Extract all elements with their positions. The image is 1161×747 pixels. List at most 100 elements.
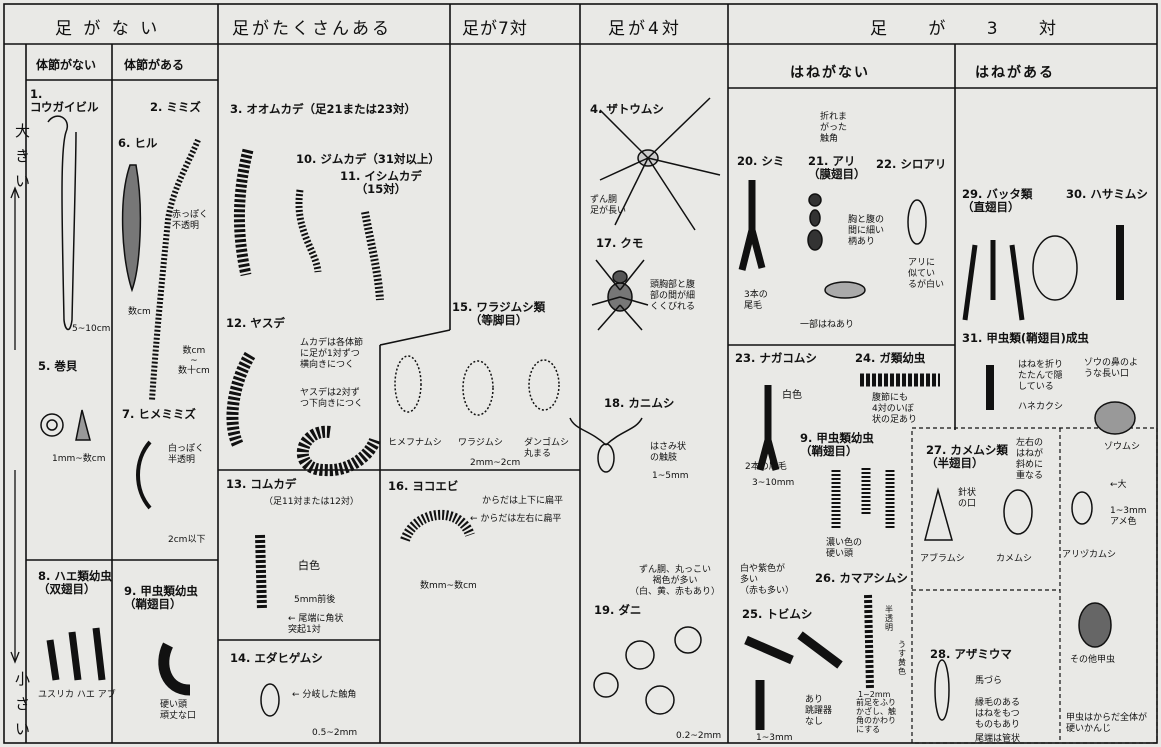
mite-sketch-3 [594,673,618,697]
note-leech: 赤っぽく 不透明 [172,210,208,232]
note-rove-beetle-name: ハネカクシ [1018,402,1063,413]
note-weevil: ゾウの鼻のよ うな長い口 [1084,358,1138,380]
note-springtail-jump: あり 跳躍器 なし [805,695,832,728]
note-isopod-1: ヒメフナムシ [388,438,442,449]
mite-sketch-2 [675,627,701,653]
note-ant-beetle-large: ←大 [1110,480,1127,491]
note-proturan-yellow: う す 黄 色 [898,640,906,676]
axis-small-3: い [15,718,30,739]
symphylan-sketch [260,535,262,610]
label-harvestman: 4. ザトウムシ [590,103,664,116]
note-symphylan-pairs: （足11対または12対） [264,497,359,508]
axis-large-3: い [15,170,30,191]
note-thrips-face: 馬づら [975,676,1002,687]
label-grasshoppers: 29. バッタ類 （直翅目） [962,188,1032,214]
label-termite: 22. シロアリ [876,158,946,171]
land-planarian-sketch [48,116,76,329]
label-millipede: 12. ヤスデ [226,317,285,330]
spider-sketch [592,260,648,330]
isopod-sketch-3 [529,360,559,410]
axis-large-2: き [15,145,30,166]
size-isopods: 2mm~2cm [470,458,520,468]
note-other-beetles: その他甲虫 [1070,655,1115,666]
label-stone-centipede: 11. イシムカデ （15対） [340,170,422,196]
note-beetle-larva-head: 濃い色の 硬い頭 [826,538,862,560]
fly-larva-sketch [50,628,102,680]
subheader-segmented: 体節がある [124,56,184,73]
note-amphipod-2: ← からだは左右に扁平 [470,514,561,525]
isopod-sketch-2 [463,361,493,415]
stinkbug-sketch [1004,490,1032,534]
isopod-sketch-1 [395,356,421,412]
note-weevil-name: ゾウムシ [1104,442,1140,453]
note-beetle-larva-mouth: 硬い頭 頑丈な口 [160,700,196,722]
size-symphylan: 5mm前後 [294,592,335,605]
note-spider: 頭胸部と腹 部の間が細 くくびれる [650,280,695,313]
note-moth-larva: 腹節にも 4対のいぼ 状の足あり [872,393,917,426]
note-symphylan-tail: ← 尾端に角状 突起1対 [288,614,343,636]
size-snail: 1mm~数cm [52,451,106,464]
note-thrips-wing: 縁毛のある はねをもつ ものもあり [975,698,1020,731]
note-rove-beetle: はねを折り たたんで隠 している [1018,360,1063,393]
size-proturan: 1~2mm [858,690,890,699]
ant-beetle-sketch [1072,492,1092,524]
beetle-larva-sketch [164,645,190,690]
subheader-no-wings: はねがない [790,62,870,82]
label-isopods: 15. ワラジムシ類 （等脚目） [452,301,545,327]
label-land-planarian: 1. コウガイビル [30,88,99,114]
note-harvestman: ずん胴 足が長い [590,195,626,217]
pauropod-sketch [261,684,279,716]
note-pseudoscorpion: はさみ状 の触肢 [650,442,686,464]
cricket-sketch [1033,236,1077,300]
note-mite: ずん胴、丸っこい 褐色が多い （白、黄、赤もあり） [630,565,720,598]
size-pauropod: 0.5~2mm [312,728,357,738]
label-stone-centipede-long: 10. ジムカデ（31対以上） [296,153,440,166]
header-three-pairs: 足 が 3 対 [870,14,1074,39]
leech-sketch [123,165,141,290]
size-amphipod: 数mm~数cm [420,578,477,591]
giant-centipede-sketch [239,150,248,275]
label-snail: 5. 巻貝 [38,360,77,373]
note-millipede: ヤスデは2対ず つ下向きにつく [300,388,363,410]
header-legless: 足 が な い [55,14,160,39]
label-silverfish: 20. シミ [737,155,784,168]
label-beetle-larva: 9. 甲虫類幼虫 （鞘翅目） [124,585,198,611]
note-silverfish: 3本の 尾毛 [744,290,768,312]
silverfish-sketch [742,180,762,270]
note-thrips-tail: 尾端は管状 [975,734,1020,745]
size-earthworm: 数cm ~ 数十cm [178,346,210,376]
thrips-sketch [935,660,949,720]
note-ant-antenna: 折れま がった 触角 [820,112,847,145]
label-giant-centipede: 3. オオムカデ（足21または23対） [230,103,416,116]
size-land-planarian: 5~10cm [72,324,110,334]
size-small-worm: 2cm以下 [168,532,205,545]
label-amphipod: 16. ヨコエビ [388,480,458,493]
axis-large-1: 大 [15,120,30,141]
note-amphipod-1: からだは上下に扁平 [482,496,563,507]
axis-small-1: 小 [15,668,30,689]
note-pauropod: ← 分岐した触角 [292,690,356,701]
grasshopper-sketch [965,240,1022,320]
small-worm-sketch [138,442,150,508]
note-termite: アリに 似てい るが白い [908,258,944,291]
note-beetle-body: 甲虫はからだ全体が 硬いかんじ [1066,713,1147,735]
header-many-legs: 足がたくさんある [232,14,392,39]
label-springtail: 25. トビムシ [742,608,812,621]
amphipod-sketch [405,515,470,540]
label-pseudoscorpion: 18. カニムシ [604,397,674,410]
mite-sketch-4 [646,686,674,714]
label-true-bugs: 27. カメムシ類 （半翅目） [926,444,1008,470]
note-stinkbug: カメムシ [996,554,1032,565]
label-diplura: 23. ナガコムシ [735,352,817,365]
size-leech: 数cm [128,304,151,317]
label-earwig: 30. ハサミムシ [1066,188,1148,201]
subheader-no-segments: 体節がない [36,56,96,73]
label-spider: 17. クモ [596,237,643,250]
label-mite: 19. ダニ [594,604,641,617]
millipede-sketch [232,355,250,445]
size-springtail: 1~3mm [756,733,793,743]
beetle-larva-sketch-2 [836,468,890,530]
size-diplura: 3~10mm [752,478,794,488]
snail-shell-sketch [41,414,63,436]
